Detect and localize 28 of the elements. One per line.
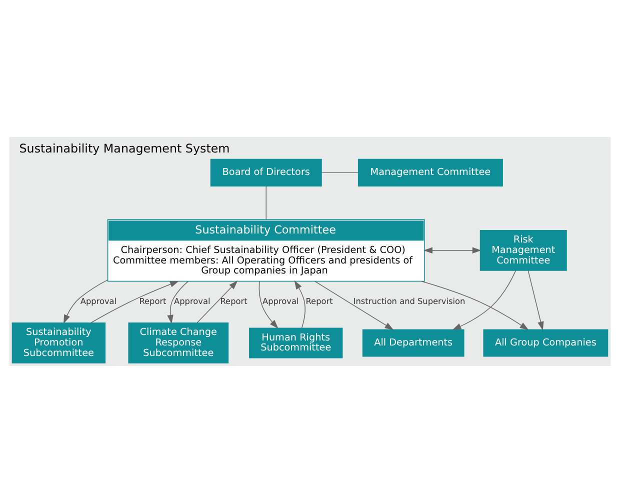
edge-label: Report [220,296,248,306]
arrow [421,280,529,330]
edge-label: Instruction and Supervision [353,296,466,306]
arrow [90,280,179,323]
arrow [167,280,189,324]
diagram-title: Sustainability Management System [19,140,230,155]
arrow [294,280,306,328]
connector [321,172,359,173]
edge-label: Approval [262,296,299,306]
node-box: Risk Management Committee [480,229,567,270]
arrow [424,246,482,253]
edge-label: Report [306,296,333,306]
node-box: Climate Change Response Subcommittee [128,322,229,363]
node-box: All Departments [362,328,464,356]
arrow [64,279,108,324]
edge-label: Approval [80,296,117,306]
arrow [196,280,238,323]
arrow [258,280,278,328]
arrow [452,270,516,330]
node-box: Sustainability Promotion Subcommittee [12,322,106,363]
edge-label: Report [139,296,166,306]
edge-label: Approval [174,296,210,306]
node-box: Board of Directors [210,158,322,186]
node-box: All Group Companies [483,328,608,356]
arrow [528,270,544,330]
arrow [314,280,394,330]
node-box: Human Rights Subcommittee [249,327,343,358]
node-box: Management Committee [358,158,503,186]
